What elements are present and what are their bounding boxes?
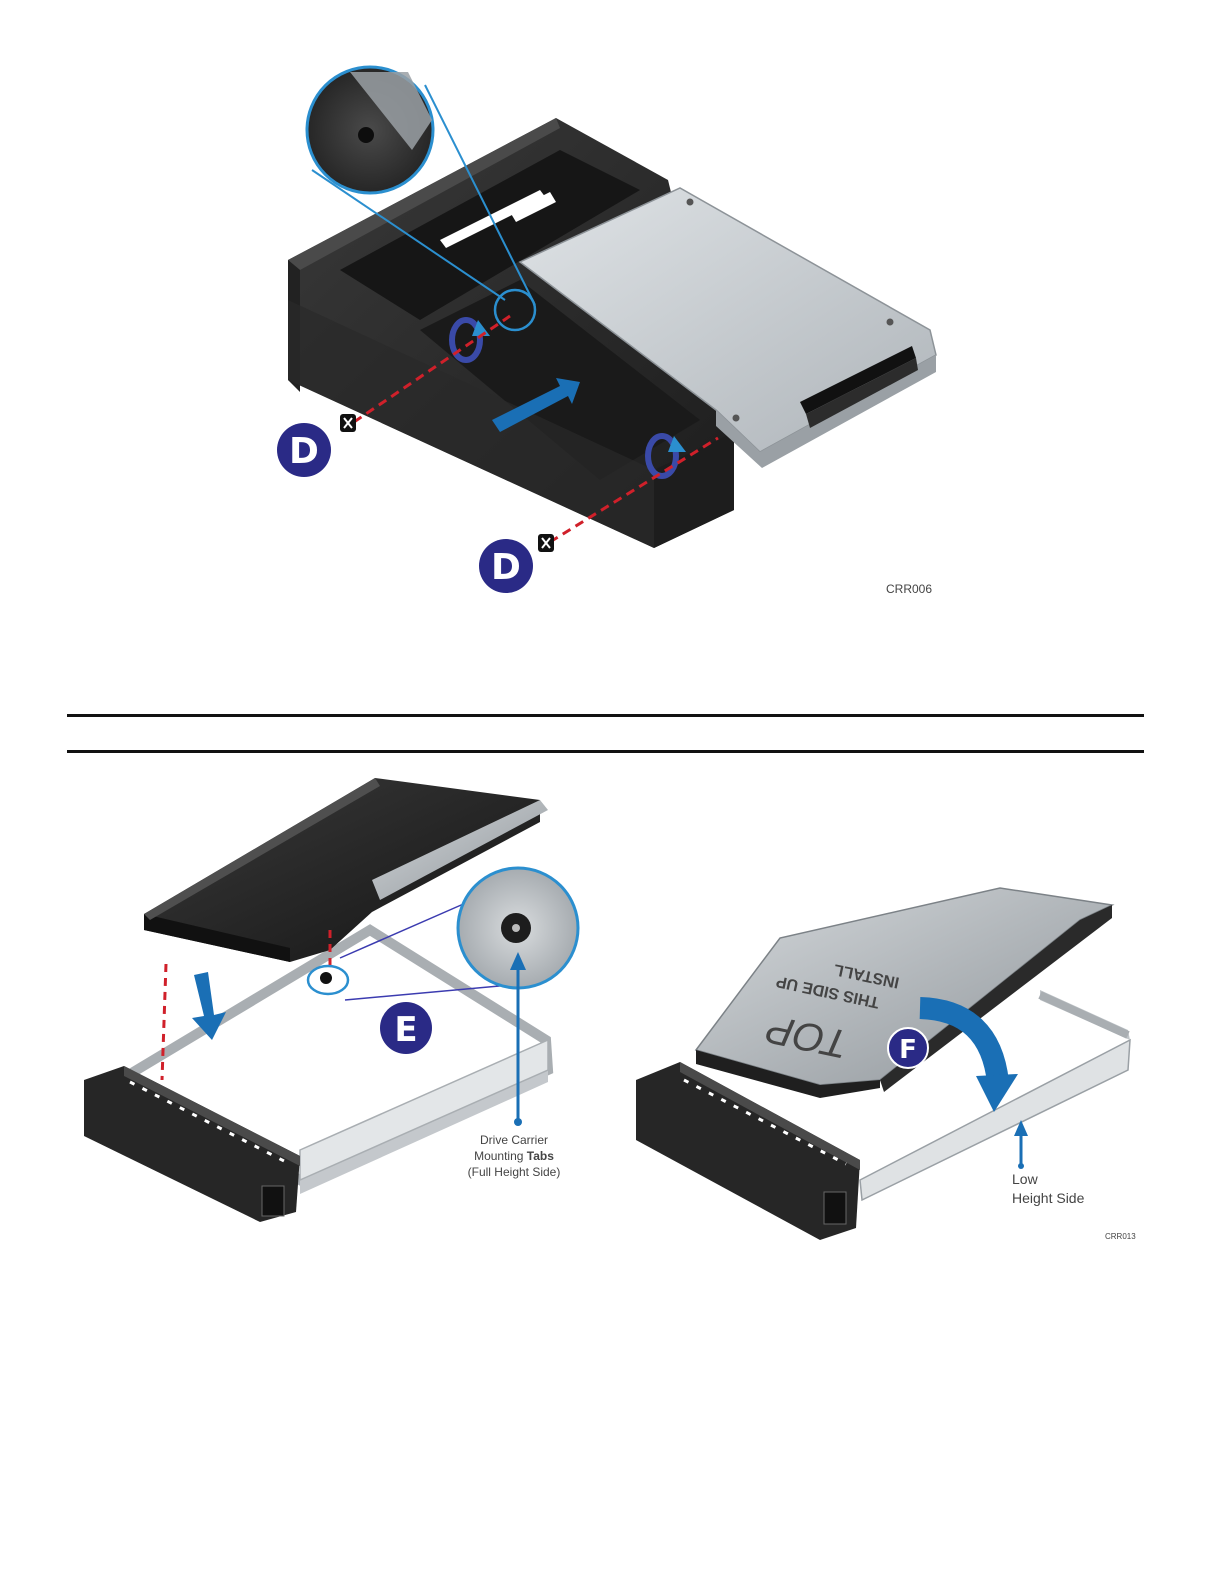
svg-text:E: E [394,1010,417,1050]
screw-icon [340,414,356,432]
step-marker-d: D [479,539,533,593]
svg-text:Low: Low [1012,1171,1039,1187]
callout-arrow-low-height [1014,1120,1028,1169]
figure-ssd-in-adapter: D D CRR006 [0,0,1224,620]
svg-text:Drive Carrier: Drive Carrier [480,1133,548,1147]
step-marker-d: D [277,423,331,477]
section-rule-top [67,714,1144,717]
svg-text:Height Side: Height Side [1012,1190,1085,1206]
figure-drive-in-carrier: E Drive Carrier Mounting Tabs (Full Heig… [0,760,1224,1260]
section-rule-bottom [67,750,1144,753]
svg-text:D: D [491,547,521,588]
screw-icon [538,534,554,552]
step-marker-e: E [380,1002,432,1054]
svg-text:D: D [289,431,319,472]
alignment-line [162,964,166,1080]
figure-code: CRR013 [1105,1232,1136,1241]
svg-text:F: F [899,1035,917,1065]
figure-code: CRR006 [886,582,932,596]
callout-label-tabs: Drive Carrier Mounting Tabs (Full Height… [468,1133,561,1179]
step-marker-f: F [888,1028,928,1068]
svg-text:(Full Height Side): (Full Height Side) [468,1165,561,1179]
svg-text:Mounting Tabs: Mounting Tabs [474,1149,554,1163]
callout-label-low-height: Low Height Side [1012,1171,1085,1206]
